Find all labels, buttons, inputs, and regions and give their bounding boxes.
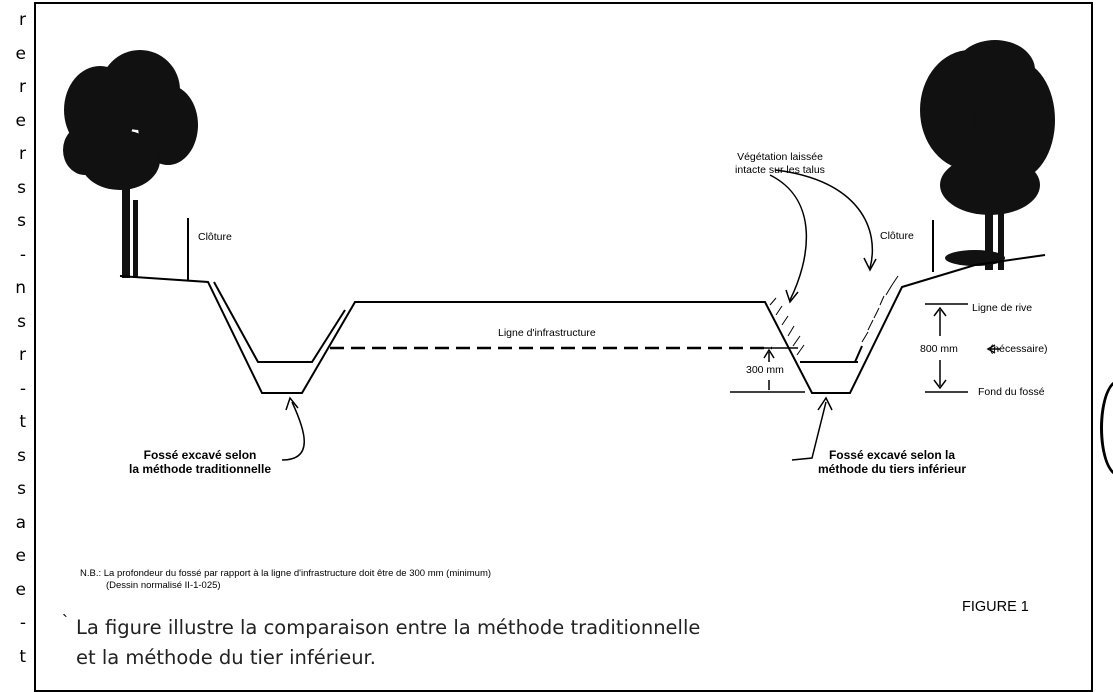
dimension-800-label: 800 mm (nécessaire) xyxy=(920,343,1048,355)
side-letter: s xyxy=(17,211,26,231)
caption-tick: ` xyxy=(62,612,68,632)
traditional-ditch-label: Fossé excavé selon la méthode traditionn… xyxy=(115,448,285,476)
dimension-300-label: 300 mm xyxy=(746,364,784,376)
side-letter: a xyxy=(15,512,26,533)
side-letter: s xyxy=(17,311,26,332)
left-fence-label: Clôture xyxy=(198,231,232,243)
side-letter: s xyxy=(17,177,26,198)
side-letter: - xyxy=(19,244,26,265)
side-letter: r xyxy=(19,10,26,30)
lower-third-ditch-label-line2: méthode du tiers inférieur xyxy=(817,462,967,476)
side-letter: e xyxy=(15,110,26,131)
caption-line1: La figure illustre la comparaison entre … xyxy=(76,616,701,639)
note-line1: N.B.: La profondeur du fossé par rapport… xyxy=(80,568,492,579)
caption-line2: et la méthode du tier inférieur. xyxy=(76,646,376,669)
side-letter: r xyxy=(19,77,26,97)
dimension-800-value: 800 mm xyxy=(920,343,958,355)
side-letter: t xyxy=(19,412,26,432)
side-letter: s xyxy=(17,445,26,466)
ground-profile xyxy=(119,254,1046,394)
necessaire-label: (nécessaire) xyxy=(989,343,1048,355)
infrastructure-line-label: Ligne d'infrastructure xyxy=(498,327,596,339)
side-letter: - xyxy=(19,378,26,399)
right-fence-label: Clôture xyxy=(880,230,914,242)
note-block: N.B.: La profondeur du fossé par rapport… xyxy=(80,568,491,592)
vegetation-label-line2: intacte sur les talus xyxy=(735,164,825,176)
figure-caption: La figure illustre la comparaison entre … xyxy=(76,613,700,673)
side-letter: e xyxy=(15,43,26,64)
side-letter: n xyxy=(15,278,26,298)
ligne-de-rive-label: Ligne de rive xyxy=(972,302,1033,314)
side-letter: r xyxy=(19,345,26,365)
lower-third-ditch-label-line1: Fossé excavé selon la xyxy=(828,448,956,462)
right-tree xyxy=(920,40,1055,270)
slope-vegetation xyxy=(769,275,899,356)
traditional-ditch-label-line1: Fossé excavé selon xyxy=(143,448,257,462)
traditional-ditch-inner xyxy=(213,281,346,363)
side-letter: s xyxy=(17,479,26,499)
fond-du-fosse-label: Fond du fossé xyxy=(978,386,1045,398)
side-letter: e xyxy=(15,579,26,600)
side-letter: - xyxy=(19,613,26,633)
figure-number: FIGURE 1 xyxy=(962,599,1029,615)
vegetation-label-line1: Végétation laissée xyxy=(737,151,823,163)
left-tree xyxy=(63,50,198,278)
note-line2: (Dessin normalisé II-1-025) xyxy=(106,580,221,591)
vegetation-label: Végétation laissée intacte sur les talus xyxy=(720,151,840,177)
side-letter: r xyxy=(19,144,26,164)
traditional-ditch-label-line2: la méthode traditionnelle xyxy=(128,462,272,476)
side-letter: e xyxy=(15,546,26,566)
lower-third-ditch-label: Fossé excavé selon la méthode du tiers i… xyxy=(792,448,992,476)
side-letter: t xyxy=(19,646,26,667)
